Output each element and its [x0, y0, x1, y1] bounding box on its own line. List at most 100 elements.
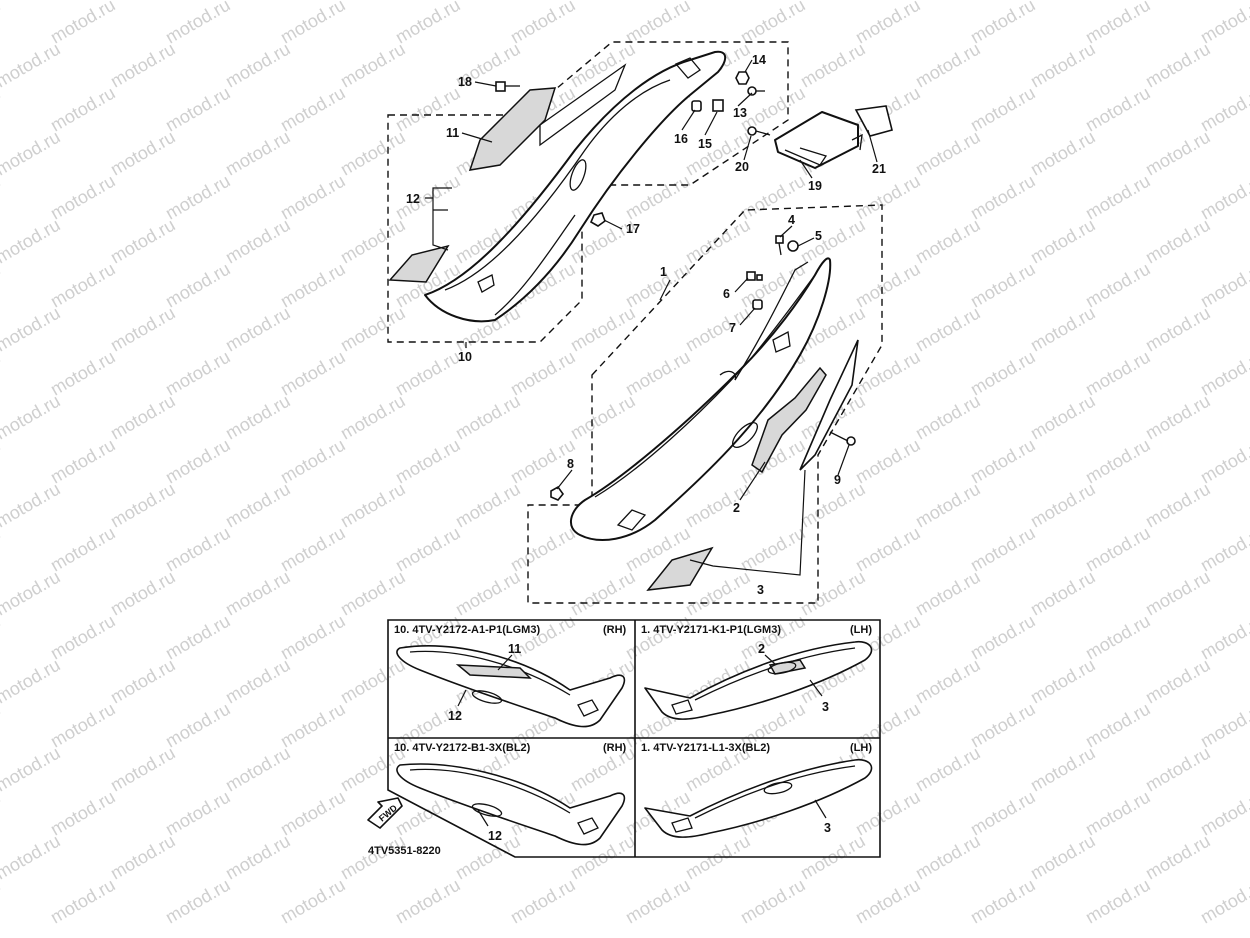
- watermark-text: motod.ru: [622, 0, 694, 47]
- watermark-text: motod.ru: [47, 787, 119, 840]
- watermark-text: motod.ru: [1197, 699, 1250, 752]
- watermark-text: motod.ru: [107, 39, 179, 92]
- watermark-text: motod.ru: [162, 523, 234, 576]
- watermark-text: motod.ru: [0, 0, 4, 47]
- watermark-text: motod.ru: [277, 0, 349, 47]
- watermark-text: motod.ru: [912, 39, 984, 92]
- watermark-text: motod.ru: [107, 303, 179, 356]
- variant-side-tr: (LH): [850, 624, 872, 636]
- watermark-text: motod.ru: [337, 215, 409, 268]
- watermark-text: motod.ru: [682, 215, 754, 268]
- watermark-text: motod.ru: [852, 787, 924, 840]
- callout-15: 15: [698, 137, 712, 151]
- rear-cover-19: [774, 111, 863, 169]
- watermark-text: motod.ru: [1027, 655, 1099, 708]
- watermark-text: motod.ru: [277, 171, 349, 224]
- watermark-text: motod.ru: [567, 567, 639, 620]
- watermark-text: motod.ru: [222, 655, 294, 708]
- callout-11: 11: [446, 126, 459, 140]
- watermark-text: motod.ru: [337, 655, 409, 708]
- watermark-text: motod.ru: [0, 127, 64, 180]
- watermark-text: motod.ru: [107, 391, 179, 444]
- watermark-text: motod.ru: [452, 567, 524, 620]
- decal-11: [468, 87, 557, 171]
- watermark-text: motod.ru: [0, 655, 64, 708]
- callout-3: 3: [757, 583, 764, 597]
- watermark-text: motod.ru: [1027, 215, 1099, 268]
- emblem-2: [751, 366, 827, 474]
- watermark-text: motod.ru: [222, 215, 294, 268]
- callout-5: 5: [815, 229, 822, 243]
- washer-5: [787, 240, 799, 252]
- watermark-text: motod.ru: [737, 0, 809, 47]
- watermark-text: motod.ru: [392, 0, 464, 47]
- watermark-text: motod.ru: [47, 83, 119, 136]
- watermark-text: motod.ru: [452, 391, 524, 444]
- watermark-text: motod.ru: [452, 479, 524, 532]
- callout-14: 14: [752, 53, 766, 67]
- watermark-text: motod.ru: [1027, 479, 1099, 532]
- watermark-text: motod.ru: [852, 523, 924, 576]
- clip-16: [691, 100, 702, 112]
- watermark-text: motod.ru: [1197, 347, 1250, 400]
- watermark-text: motod.ru: [107, 479, 179, 532]
- variant-side-bl: (RH): [603, 742, 627, 754]
- watermark-text: motod.ru: [797, 479, 869, 532]
- watermark-text: motod.ru: [852, 0, 924, 47]
- watermark-text: motod.ru: [1142, 655, 1214, 708]
- watermark-text: motod.ru: [967, 435, 1039, 488]
- watermark-text: motod.ru: [797, 0, 869, 3]
- watermark-text: motod.ru: [1027, 303, 1099, 356]
- variant-label-bl-1: 12: [488, 829, 502, 843]
- watermark-text: motod.ru: [1142, 215, 1214, 268]
- watermark-text: motod.ru: [107, 0, 179, 3]
- callout-18: 18: [458, 75, 472, 89]
- watermark-text: motod.ru: [392, 347, 464, 400]
- watermark-text: motod.ru: [852, 875, 924, 928]
- watermark-text: motod.ru: [622, 611, 694, 664]
- watermark-text: motod.ru: [277, 83, 349, 136]
- group-boundary-1: [527, 204, 883, 604]
- watermark-text: motod.ru: [967, 787, 1039, 840]
- watermark-text: motod.ru: [912, 215, 984, 268]
- watermark-text: motod.ru: [47, 347, 119, 400]
- watermark-text: motod.ru: [737, 875, 809, 928]
- watermark-text: motod.ru: [1197, 435, 1250, 488]
- watermark-text: motod.ru: [107, 655, 179, 708]
- watermark-text: motod.ru: [47, 611, 119, 664]
- watermark-text: motod.ru: [1197, 83, 1250, 136]
- watermark-text: motod.ru: [1142, 743, 1214, 796]
- watermark-text: motod.ru: [107, 743, 179, 796]
- callout-7: 7: [729, 321, 736, 335]
- watermark-text: motod.ru: [277, 259, 349, 312]
- watermark-text: motod.ru: [737, 523, 809, 576]
- watermark-text: motod.ru: [0, 303, 64, 356]
- callout-6: 6: [723, 287, 730, 301]
- watermark-text: motod.ru: [912, 743, 984, 796]
- watermark-text: motod.ru: [1082, 347, 1154, 400]
- watermark-text: motod.ru: [47, 699, 119, 752]
- watermark-text: motod.ru: [277, 435, 349, 488]
- watermark-text: motod.ru: [277, 787, 349, 840]
- watermark-text: motod.ru: [162, 435, 234, 488]
- watermark-text: motod.ru: [1142, 0, 1214, 3]
- watermark-text: motod.ru: [1142, 567, 1214, 620]
- watermark-text: motod.ru: [682, 303, 754, 356]
- decal-11-strip: [539, 63, 627, 147]
- decal-12: [388, 244, 450, 283]
- callout-16: 16: [674, 132, 688, 146]
- variant-label-tl-2: 12: [448, 709, 462, 723]
- variant-title-tr: 1. 4TV-Y2171-K1-P1(LGM3): [641, 624, 781, 636]
- nut-14: [735, 71, 750, 85]
- rh-side-cover: [424, 50, 727, 323]
- decal-strip-1: [799, 339, 859, 471]
- watermark-text: motod.ru: [507, 0, 579, 47]
- watermark-text: motod.ru: [162, 611, 234, 664]
- watermark-text: motod.ru: [162, 347, 234, 400]
- watermark-text: motod.ru: [567, 0, 639, 3]
- callout-8: 8: [567, 457, 574, 471]
- watermark-text: motod.ru: [1082, 523, 1154, 576]
- variant-title-br: 1. 4TV-Y2171-L1-3X(BL2): [641, 742, 770, 754]
- watermark-text: motod.ru: [682, 0, 754, 3]
